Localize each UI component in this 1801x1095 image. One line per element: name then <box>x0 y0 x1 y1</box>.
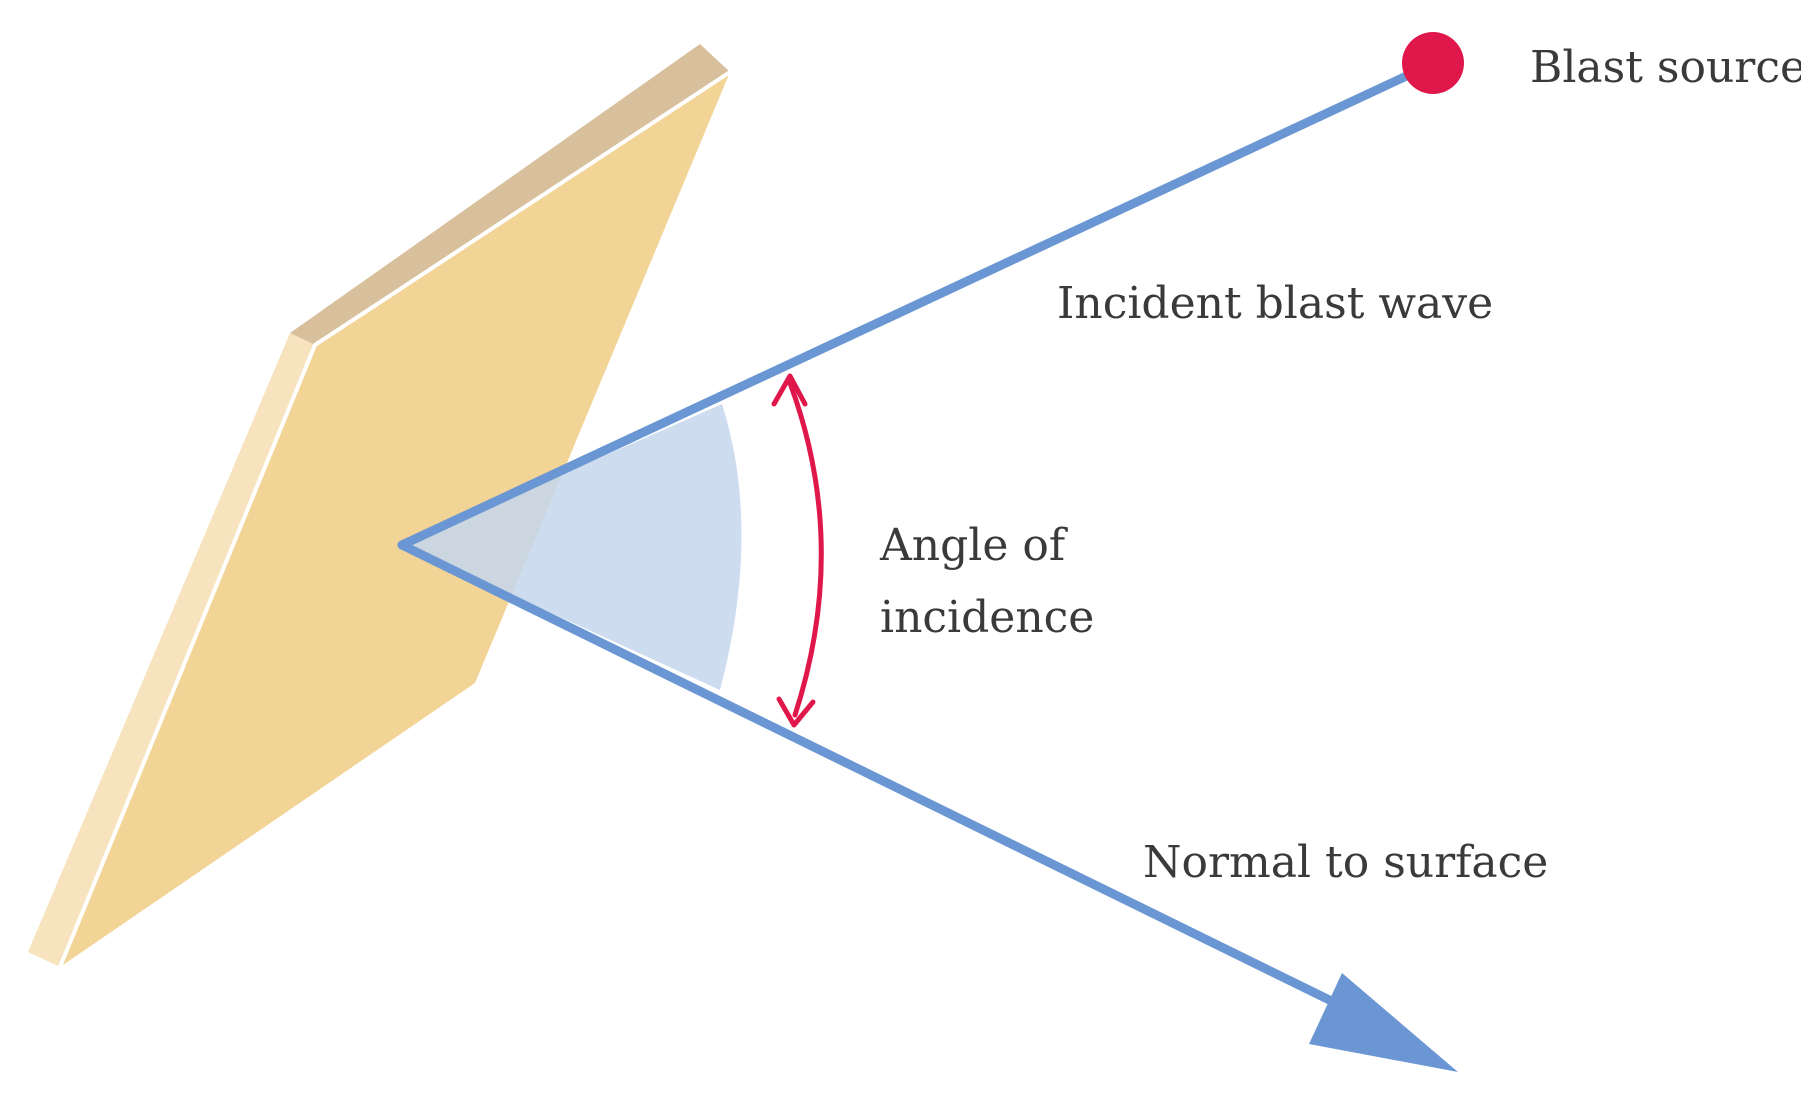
plate-face <box>60 72 730 967</box>
normal-arrowhead <box>1309 973 1458 1072</box>
angle-arrowhead-bottom <box>776 696 816 728</box>
angle-of-incidence-label-line1: Angle of <box>879 520 1068 571</box>
normal-to-surface-label: Normal to surface <box>1143 837 1548 888</box>
normal-to-surface-ray <box>397 540 1365 1020</box>
plate-top-edge <box>290 44 730 345</box>
incident-blast-wave-label: Incident blast wave <box>1057 278 1493 329</box>
incident-blast-wave-ray <box>397 60 1435 550</box>
plate-side-edge <box>28 333 315 967</box>
blast-source-dot <box>1402 32 1464 94</box>
blast-source-label: Blast source <box>1530 42 1801 93</box>
angle-wedge <box>402 404 742 690</box>
plate-edge-highlight <box>58 70 732 968</box>
angle-of-incidence-label-line2: incidence <box>880 592 1094 643</box>
angle-arrowhead-top <box>771 373 808 407</box>
angle-arrow-arc <box>787 380 824 718</box>
